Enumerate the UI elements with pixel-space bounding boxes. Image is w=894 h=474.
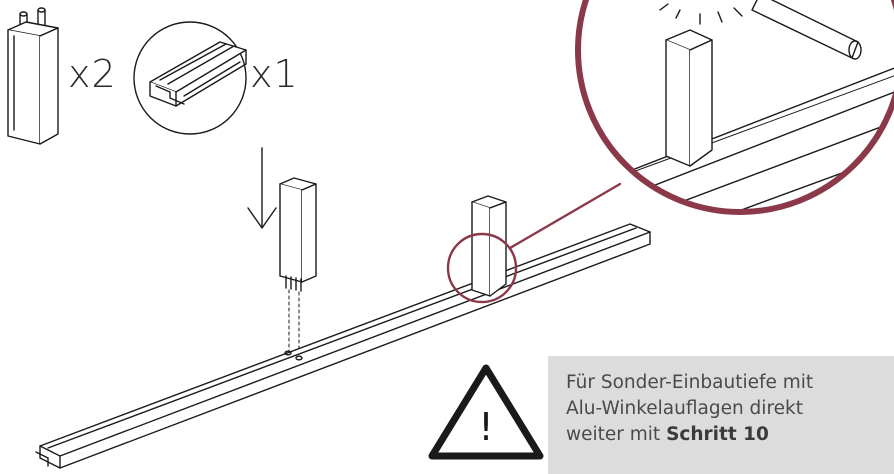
rail-part-icon xyxy=(133,21,247,135)
note-box: Für Sonder-Einbautiefe mit Alu-Winkelauf… xyxy=(548,356,894,474)
note-line-2: Alu-Winkelauflagen direkt xyxy=(566,398,803,419)
warning-triangle-icon xyxy=(428,364,544,460)
warning-exclamation: ! xyxy=(478,405,493,449)
note-line-1: Für Sonder-Einbautiefe mit xyxy=(566,372,814,393)
note-step-reference: Schritt 10 xyxy=(666,424,769,445)
beam-part-icon xyxy=(7,7,59,145)
beam-quantity: x2 xyxy=(68,52,117,96)
magnified-detail xyxy=(575,0,894,215)
down-arrow-icon xyxy=(247,147,277,229)
note-line-3-prefix: weiter mit xyxy=(566,424,667,445)
rail-quantity: x1 xyxy=(250,52,299,96)
inserting-beam xyxy=(279,177,317,359)
standing-beam xyxy=(471,195,507,297)
note-line-3: weiter mit Schritt 10 xyxy=(566,422,884,448)
detail-marker xyxy=(446,182,622,304)
